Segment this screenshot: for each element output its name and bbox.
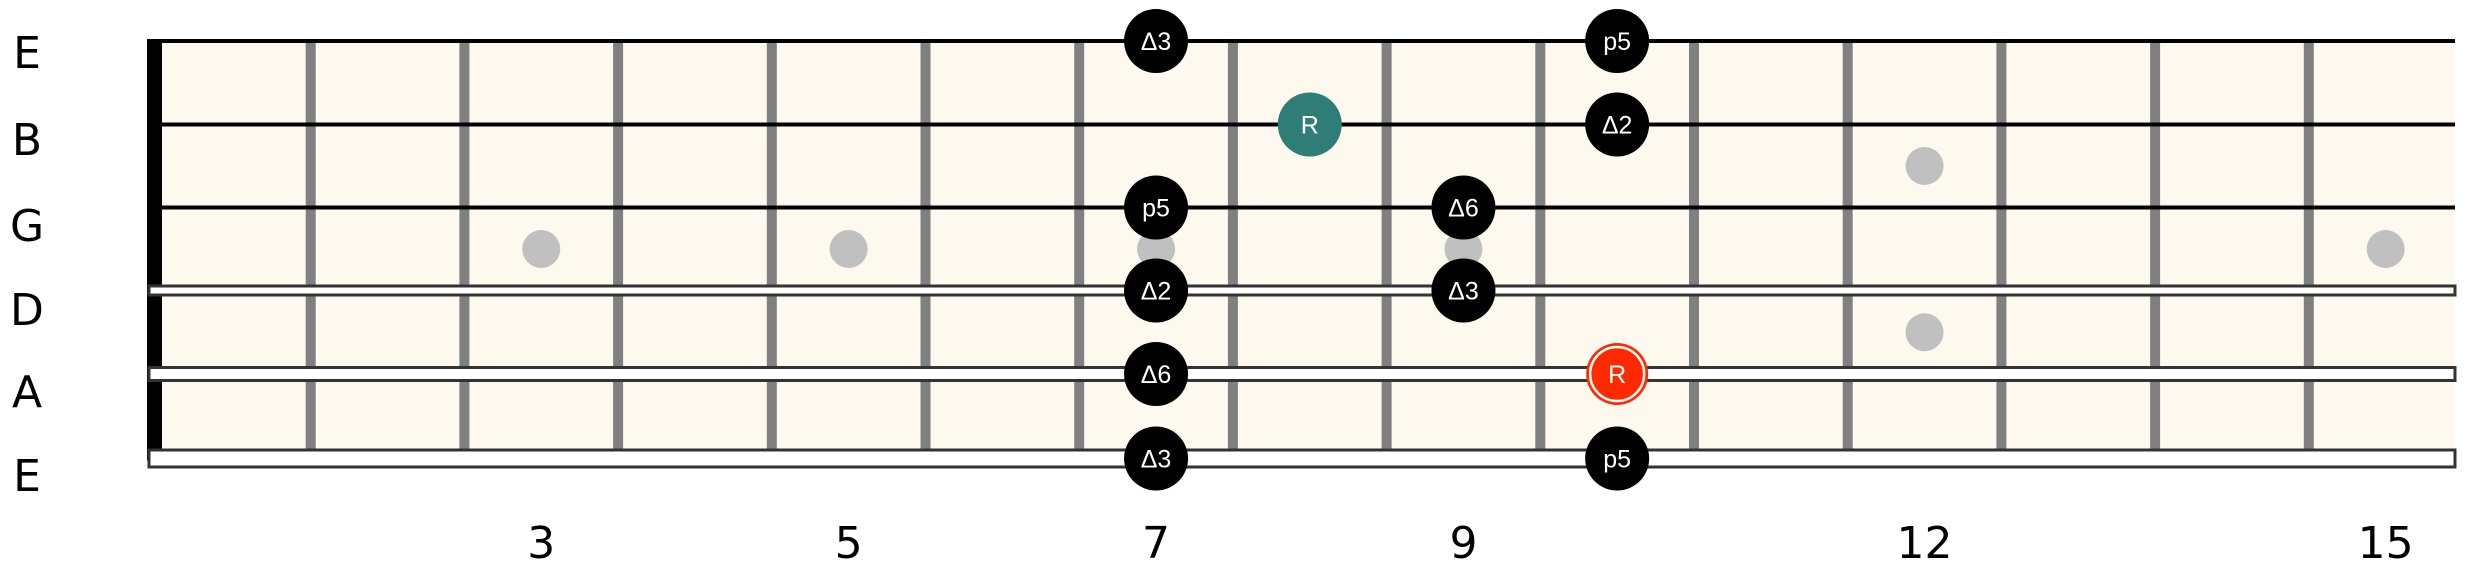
note-circle [1431,258,1496,323]
note-circle [1585,426,1650,491]
string-D [147,284,2457,297]
string-label: E [13,451,41,502]
note-label: Δ2 [1602,112,1633,140]
note-label: R [1301,112,1319,140]
note-circle [1124,175,1189,240]
note-marker: Δ6 [1124,342,1189,406]
string-label: A [12,367,42,418]
note-label: Δ3 [1448,278,1479,306]
note-label: Δ3 [1141,28,1172,56]
note-label: Δ6 [1141,361,1172,389]
string-label: E [13,28,41,79]
fret-wire [1074,41,1085,459]
inlay-dot [1444,230,1483,268]
note-circle [1585,92,1650,157]
root-inner-ring [1588,345,1646,403]
fret-wire [459,41,470,459]
note-circle [1277,92,1342,157]
string-E [147,39,2455,43]
note-circle [1585,9,1650,73]
note-circle [1124,9,1189,73]
fret-wire [1381,41,1392,459]
inlay-dot [829,230,868,268]
fret-number: 9 [1449,518,1477,568]
note-circle [1431,175,1496,240]
note-marker: R [1277,92,1342,157]
note-marker: Δ3 [1124,9,1189,73]
note-marker: p5 [1585,426,1650,491]
root-ring-icon [1586,343,1649,405]
string-G [147,205,2455,210]
fret-wire [1227,41,1238,459]
note-label: p5 [1142,195,1170,223]
note-marker: R [1586,343,1649,405]
note-label: Δ3 [1141,446,1172,474]
fret-wire [920,41,931,459]
note-circle [1124,426,1189,491]
fret-wire [1842,41,1853,459]
fret-wire [1689,41,1699,459]
note-marker: Δ3 [1431,258,1496,323]
fret-wire [613,41,624,459]
fret-wire [305,41,316,459]
note-label: Δ6 [1448,195,1479,223]
fret-number: 3 [527,518,555,568]
nut [147,39,162,461]
fret-wire [1535,41,1546,459]
inlay-dot [1905,147,1944,185]
note-label: p5 [1603,28,1631,56]
note-circle [1124,258,1189,323]
fret-number: 5 [835,518,863,568]
note-label: p5 [1603,446,1631,474]
note-marker: Δ2 [1124,258,1189,323]
note-marker: p5 [1124,175,1189,240]
note-label: Δ2 [1141,278,1172,306]
fret-number: 15 [2358,518,2414,568]
note-marker: Δ3 [1124,426,1189,491]
inlay-dot [1905,313,1944,352]
note-label: R [1608,361,1626,389]
note-marker: p5 [1585,9,1650,73]
string-label: G [10,201,44,252]
string-label: D [10,285,44,336]
string-A [147,366,2457,382]
string-E [147,448,2457,469]
fret-number: 7 [1142,518,1170,568]
inlay-dot [1137,230,1176,268]
fret-wire [1996,41,2007,459]
fret-wire [2150,41,2161,459]
inlay-dot [2366,230,2405,268]
note-marker: Δ2 [1585,92,1650,157]
note-circle [1124,342,1189,406]
string-label: B [12,115,42,166]
fret-wire [2303,41,2314,459]
inlay-dot [522,230,561,268]
fret-wire [766,41,777,459]
note-marker: Δ6 [1431,175,1496,240]
fret-number: 12 [1897,518,1953,568]
